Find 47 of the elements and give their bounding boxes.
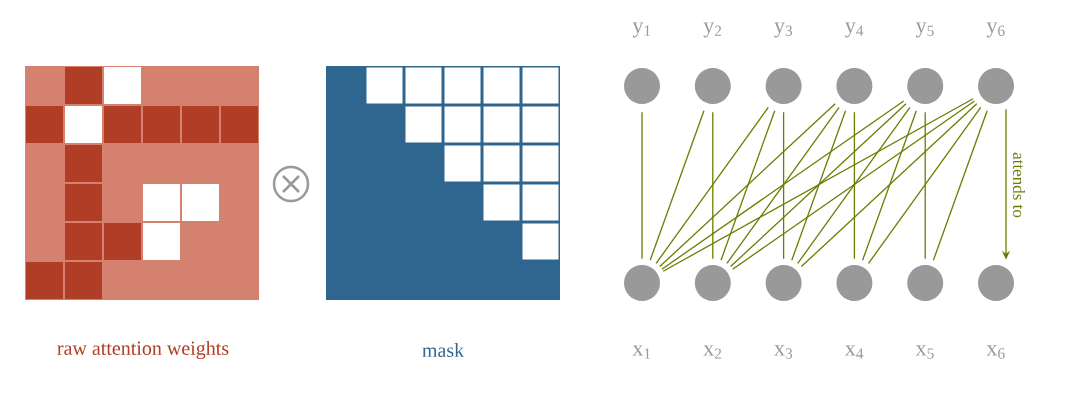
node-label: x$_{4}$ xyxy=(845,345,864,359)
node-label: y$_{2}$ xyxy=(703,22,722,38)
connector-line xyxy=(659,103,836,268)
graph-node xyxy=(978,265,1014,301)
node-label: x$_{3}$ xyxy=(774,345,793,359)
connector-line xyxy=(732,100,976,270)
connector-line xyxy=(655,106,769,264)
node-label: y$_{6}$ xyxy=(986,22,1005,38)
graph-node xyxy=(694,68,731,104)
connector-line xyxy=(797,106,911,264)
graph-node xyxy=(624,68,660,104)
graph-node xyxy=(624,265,660,301)
graph-node xyxy=(765,265,802,301)
connector-line xyxy=(641,111,643,260)
connector-line xyxy=(649,110,705,261)
graph-node xyxy=(907,265,944,301)
node-label: y$_{3}$ xyxy=(774,22,793,38)
connector-line xyxy=(924,111,926,260)
connector-line xyxy=(782,111,785,260)
connector-line xyxy=(726,106,840,264)
connector-line xyxy=(729,103,907,268)
connector-line xyxy=(662,98,974,272)
graph-node xyxy=(765,68,802,104)
connector-line xyxy=(791,110,847,261)
node-label: x$_{6}$ xyxy=(986,345,1005,359)
graph-node xyxy=(836,68,873,104)
caption-text: raw attention weights xyxy=(57,340,229,360)
connector-line xyxy=(661,100,905,270)
node-label: y$_{5}$ xyxy=(915,22,934,38)
graph-node xyxy=(907,68,944,104)
connector-line xyxy=(867,106,982,264)
node-label: y$_{4}$ xyxy=(845,22,864,38)
connector-line xyxy=(932,110,988,261)
connector-line xyxy=(712,111,714,260)
connector-line xyxy=(800,103,978,268)
edge-label: attends to xyxy=(1013,152,1025,218)
node-label: x$_{5}$ xyxy=(915,345,934,359)
caption-text: mask xyxy=(422,342,465,358)
graph-node xyxy=(694,265,731,301)
connector-line xyxy=(853,111,856,260)
connector-line xyxy=(861,110,917,261)
node-label: x$_{2}$ xyxy=(703,345,722,359)
node-label: x$_{1}$ xyxy=(632,345,651,359)
connector-line xyxy=(720,110,776,261)
graph-node xyxy=(978,68,1014,104)
node-label: y$_{1}$ xyxy=(632,22,651,38)
graph-node xyxy=(836,265,873,301)
